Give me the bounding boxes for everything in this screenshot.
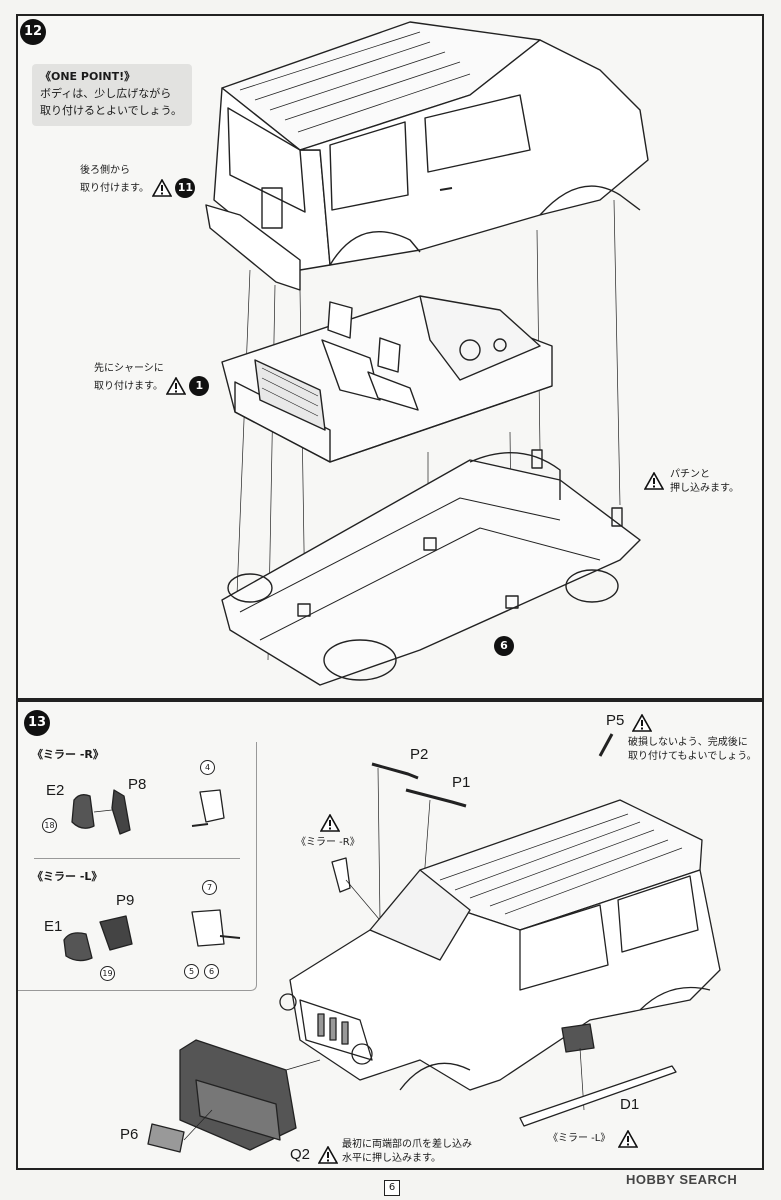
warning-icon	[166, 377, 187, 395]
ref-step-11: 11	[175, 178, 196, 198]
part-d1-label: D1	[620, 1096, 640, 1113]
p5-note-line1: 破損しないよう、完成後に	[628, 737, 748, 748]
ref-circle-5: 5	[184, 964, 199, 979]
step-13-number: 13	[24, 710, 50, 736]
note-chassis-line2: 取り付けます。	[94, 381, 163, 392]
brand-logo: HOBBY SEARCH	[626, 1172, 738, 1187]
warning-icon	[618, 1130, 638, 1148]
part-e2-label: E2	[46, 782, 65, 799]
mirror-l-callout: 《ミラー -L》	[548, 1133, 611, 1144]
mirror-r-title: 《ミラー -R》	[32, 748, 104, 761]
ref-circle-4: 4	[200, 760, 215, 775]
p5-note-line2: 取り付けてもよいでしょう。	[628, 751, 757, 762]
ref-step-1: 1	[189, 376, 210, 396]
one-point-line2: 取り付けるとよいでしょう。	[40, 104, 183, 117]
warning-icon	[644, 472, 664, 490]
part-p8-label: P8	[128, 776, 147, 793]
part-p5-label: P5	[606, 712, 625, 729]
divider	[34, 858, 240, 859]
one-point-title: 《ONE POINT!》	[40, 70, 136, 83]
note-back: 後ろ側から 取り付けます。 11	[80, 164, 210, 198]
ref-chassis-6: 6	[494, 636, 514, 656]
part-p1-label: P1	[452, 774, 471, 791]
part-e1-label: E1	[44, 918, 63, 935]
note-back-line2: 取り付けます。	[80, 183, 149, 194]
ref-circle-19: 19	[100, 966, 115, 981]
mirror-subassembly-box	[18, 742, 257, 991]
note-chassis-line1: 先にシャーシに	[94, 363, 164, 374]
part-p2-label: P2	[410, 746, 429, 763]
warning-icon	[318, 1146, 338, 1164]
q2-note-line2: 水平に押し込みます。	[342, 1153, 441, 1164]
ref-circle-7: 7	[202, 880, 217, 895]
page-number: 6	[384, 1180, 400, 1196]
p5-note: 破損しないよう、完成後に 取り付けてもよいでしょう。	[628, 736, 764, 764]
step-12-number: 12	[20, 19, 46, 45]
mirror-r-callout: 《ミラー -R》	[296, 837, 360, 848]
note-snap-line1: パチンと	[670, 469, 710, 480]
ref-circle-6: 6	[204, 964, 219, 979]
warning-icon	[152, 179, 173, 197]
mirror-l-title: 《ミラー -L》	[32, 870, 103, 883]
note-snap-line2: 押し込みます。	[670, 483, 739, 494]
note-chassis: 先にシャーシに 取り付けます。 1	[94, 362, 224, 396]
part-p6-label: P6	[120, 1126, 139, 1143]
warning-icon	[632, 714, 652, 732]
q2-note-line1: 最初に両端部の爪を差し込み	[342, 1139, 472, 1150]
part-q2-label: Q2	[290, 1146, 311, 1163]
note-back-line1: 後ろ側から	[80, 165, 130, 176]
one-point-note: 《ONE POINT!》 ボディは、少し広げながら 取り付けるとよいでしょう。	[32, 64, 192, 126]
step-12-illustration	[205, 21, 649, 686]
q2-note: 最初に両端部の爪を差し込み 水平に押し込みます。	[342, 1138, 522, 1166]
part-p9-label: P9	[116, 892, 135, 909]
ref-circle-18: 18	[42, 818, 57, 833]
one-point-line1: ボディは、少し広げながら	[40, 87, 172, 100]
warning-icon	[320, 814, 340, 832]
note-snap: パチンと 押し込みます。	[644, 468, 754, 496]
